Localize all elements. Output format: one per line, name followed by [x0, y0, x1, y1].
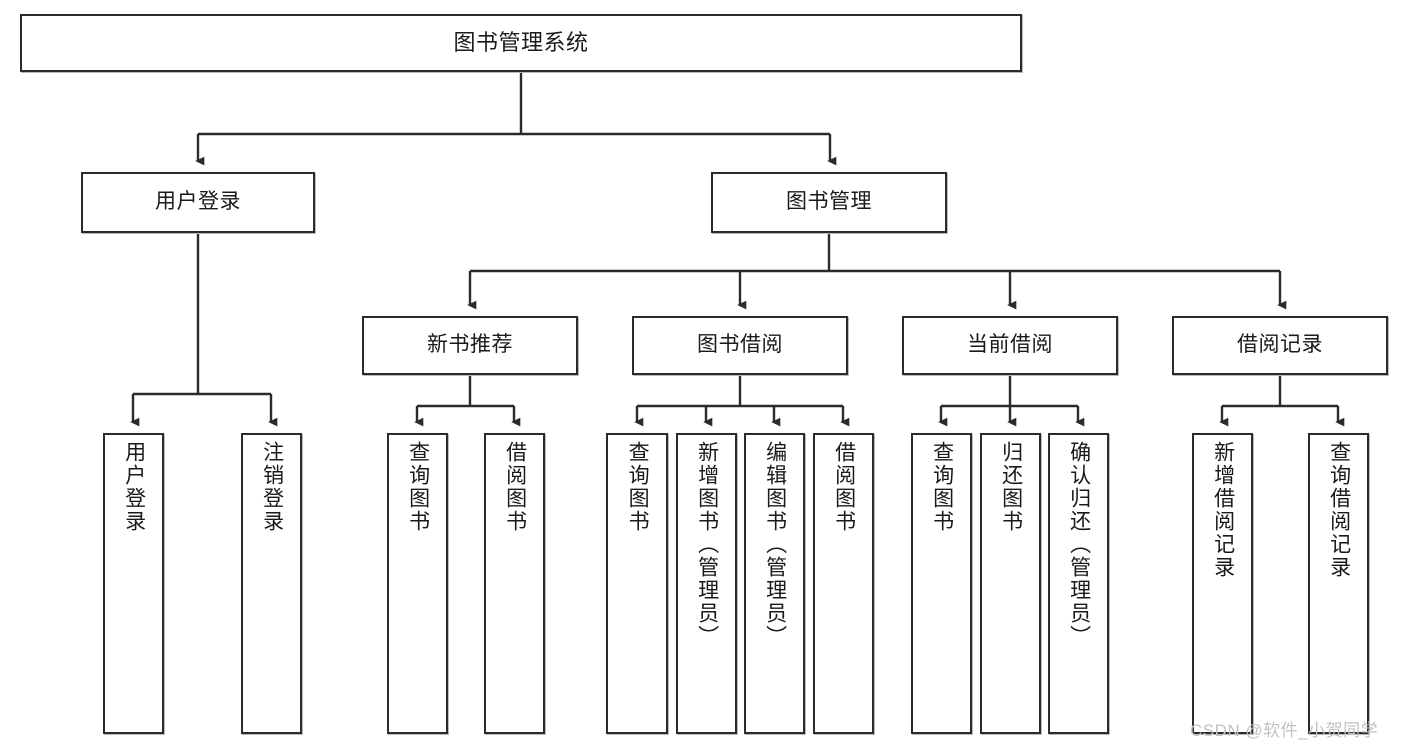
node-label: 注销登录: [260, 441, 284, 533]
node-new-book-recommend[interactable]: 新书推荐: [362, 316, 578, 375]
node-label: 查询图书: [930, 441, 954, 533]
leaf-user-login[interactable]: 用户登录: [103, 433, 164, 734]
leaf-confirm-return[interactable]: 确认归还（管理员）: [1048, 433, 1109, 734]
node-label: 用户登录: [155, 190, 241, 214]
leaf-query-borrow-record[interactable]: 查询借阅记录: [1308, 433, 1369, 734]
node-root-book-management-system[interactable]: 图书管理系统: [20, 14, 1022, 72]
node-label: 当前借阅: [967, 333, 1053, 357]
csdn-watermark: CSDN @软件_小贺同学: [1190, 721, 1379, 740]
node-label: 图书管理: [786, 190, 872, 214]
node-label: 借阅图书: [503, 441, 527, 533]
node-book-management[interactable]: 图书管理: [711, 172, 947, 233]
leaf-return-book[interactable]: 归还图书: [980, 433, 1041, 734]
leaf-query-book-borrow[interactable]: 查询图书: [606, 433, 668, 734]
leaf-add-borrow-record[interactable]: 新增借阅记录: [1192, 433, 1253, 734]
node-label: 查询借阅记录: [1327, 441, 1351, 579]
node-label: 归还图书: [999, 441, 1023, 533]
node-label: 新增图书（管理员）: [695, 441, 719, 648]
node-label: 借阅记录: [1237, 333, 1323, 357]
node-label: 新增借阅记录: [1211, 441, 1235, 579]
leaf-query-book-current[interactable]: 查询图书: [911, 433, 972, 734]
leaf-user-logout[interactable]: 注销登录: [241, 433, 302, 734]
node-label: 查询图书: [626, 441, 650, 533]
node-label: 用户登录: [122, 441, 146, 533]
node-book-borrow[interactable]: 图书借阅: [632, 316, 848, 375]
leaf-edit-book[interactable]: 编辑图书（管理员）: [744, 433, 805, 734]
node-label: 编辑图书（管理员）: [763, 441, 787, 648]
leaf-borrow-book-borrow[interactable]: 借阅图书: [813, 433, 874, 734]
node-label: 新书推荐: [427, 333, 513, 357]
leaf-add-book[interactable]: 新增图书（管理员）: [676, 433, 737, 734]
node-label: 借阅图书: [832, 441, 856, 533]
node-current-borrow[interactable]: 当前借阅: [902, 316, 1118, 375]
node-borrow-record[interactable]: 借阅记录: [1172, 316, 1388, 375]
node-user-login[interactable]: 用户登录: [81, 172, 315, 233]
leaf-borrow-book-new-recommend[interactable]: 借阅图书: [484, 433, 545, 734]
node-label: 图书管理系统: [453, 30, 589, 56]
node-label: 图书借阅: [697, 333, 783, 357]
node-label: 确认归还（管理员）: [1067, 441, 1091, 648]
leaf-query-book-new-recommend[interactable]: 查询图书: [387, 433, 448, 734]
node-label: 查询图书: [406, 441, 430, 533]
